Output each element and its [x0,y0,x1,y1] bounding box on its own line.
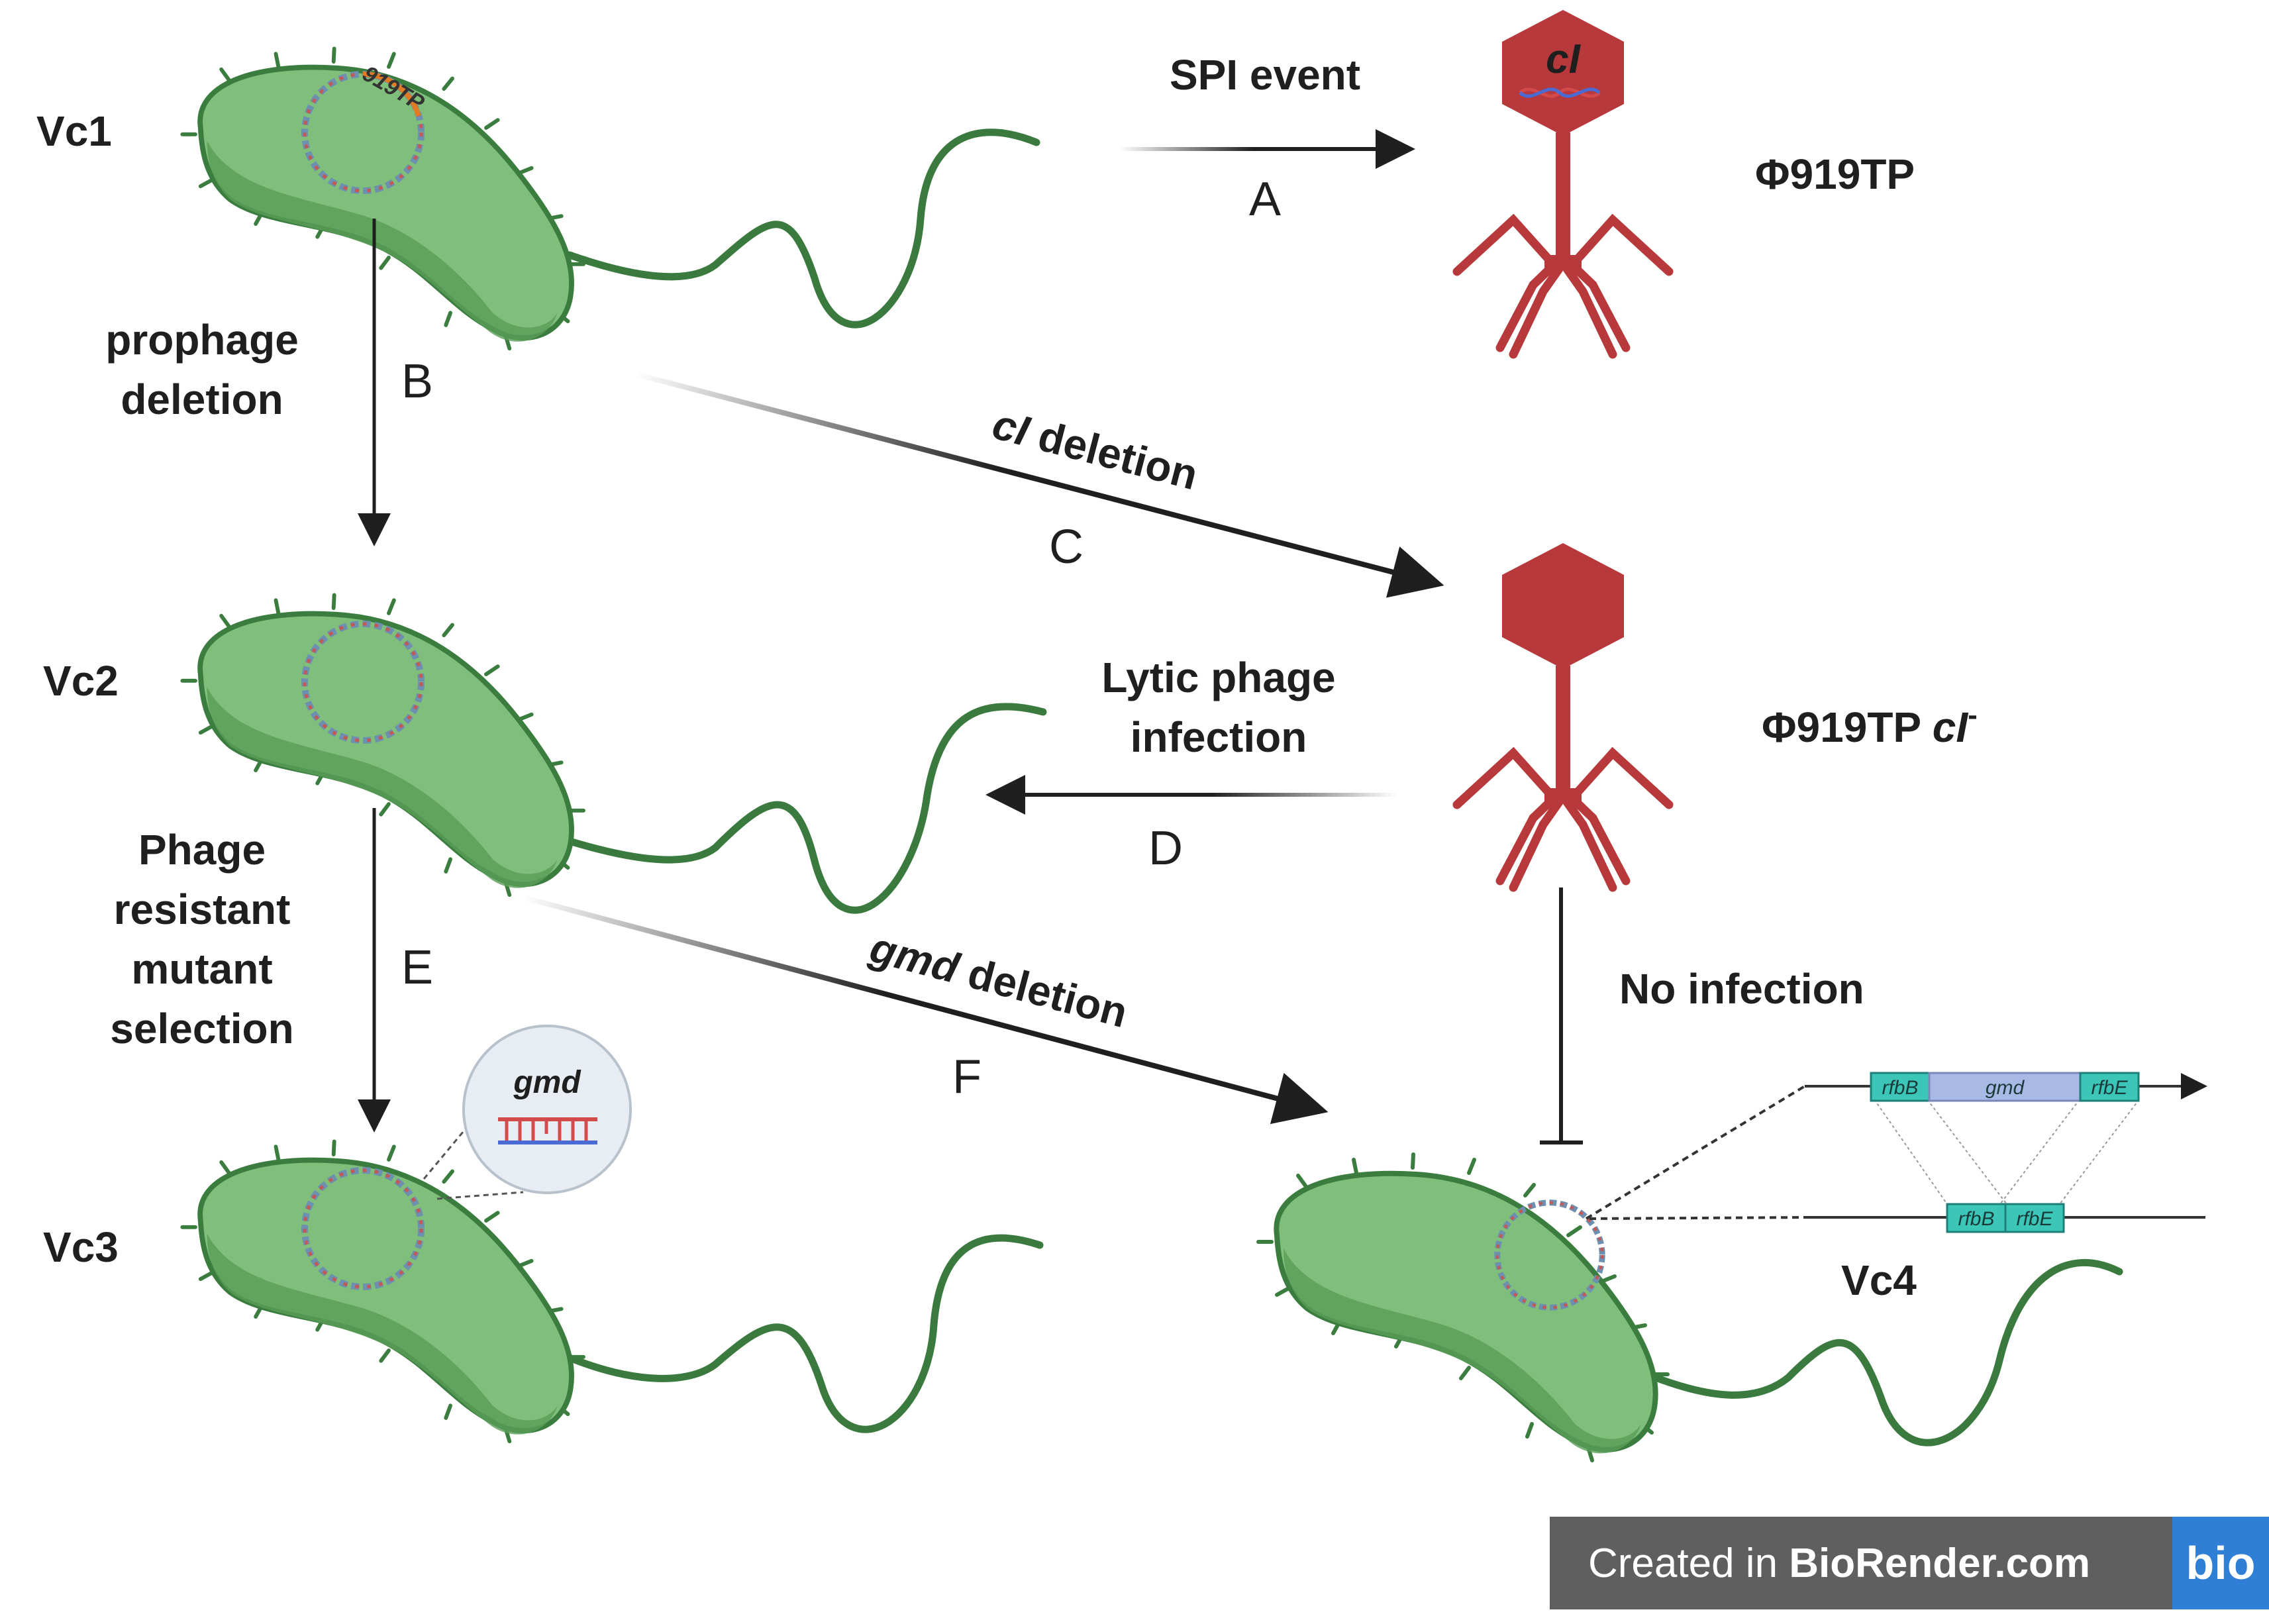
deleted-locus-rfbE [2004,1203,2065,1233]
deleted-locus-rfbB-label: rfbB [1958,1208,1994,1230]
deleted-locus-rfbE-label: rfbE [2016,1208,2053,1230]
step-f-gene: gmd [864,923,965,993]
step-c-letter: C [1049,521,1084,574]
arrow-c [634,372,1444,598]
vc4-flagellum [1652,1258,2123,1446]
badge-prefix: Created in [1588,1540,1790,1586]
step-e-letter: E [401,941,433,994]
dna-strand-icon [498,1117,597,1144]
no-infection-label: No infection [1619,965,1864,1013]
vc2-flagellum [566,703,1047,914]
vc4-bacterium [1258,1154,1668,1460]
badge-text: Created in BioRender.com [1550,1540,2172,1587]
step-f-text: deletion [952,946,1133,1037]
wild-locus-rfbB [1870,1072,1931,1102]
gmd-callout-label: gmd [513,1065,581,1100]
gmd-callout: gmd [423,1025,632,1200]
inhibition-line [1540,888,1583,1144]
vc1-label: Vc1 [36,107,112,155]
step-e-label-line2: resistant [114,886,291,933]
arrow-f [522,895,1329,1125]
step-c-text: deletion [1022,409,1203,499]
step-d-label-line1: Lytic phage [1101,654,1335,701]
wild-locus-rfbE [2079,1072,2140,1102]
biorender-logo-icon: bio [2172,1517,2269,1609]
step-e-label-line4: selection [110,1005,293,1052]
wild-phage-label: Φ919TP [1755,150,1915,198]
vc4-label: Vc4 [1841,1256,1917,1304]
vc3-flagellum [566,1234,1044,1433]
step-b-label-line2: deletion [121,376,283,423]
vc1-flagellum [566,128,1040,329]
mutant-phage [1457,543,1669,888]
step-a-letter: A [1249,173,1281,226]
vc1-prophage-segment [362,72,421,117]
step-e-label-line1: Phage [138,826,266,874]
wild-locus-rfbB-label: rfbB [1882,1077,1918,1099]
step-e-label-line3: mutant [131,945,272,993]
step-d-label-line2: infection [1131,713,1307,761]
locus-inset: rfbB gmd rfbE rfbB rfbE [1585,1072,2207,1233]
wild-locus-gmd [1928,1072,2082,1102]
step-a-label: SPI event [1170,51,1360,99]
step-c-label: cI deletion [987,400,1202,499]
biorender-badge[interactable]: Created in BioRender.com bio [1550,1517,2269,1609]
vc2-label: Vc2 [43,657,119,705]
step-d-letter: D [1148,822,1183,875]
step-f-label: gmd deletion [864,923,1132,1037]
mutant-phage-superscript: - [1968,699,1978,731]
step-b-letter: B [401,355,433,408]
mutant-phage-label: Φ919TP cI- [1762,699,1978,751]
mutant-phage-gene: cI [1933,703,1969,751]
vc3-label: Vc3 [43,1223,119,1271]
wild-locus-gmd-label: gmd [1986,1077,2025,1099]
phage-dna-icon [1519,87,1601,98]
step-b-label-line1: prophage [105,316,299,364]
wild-locus-rfbE-label: rfbE [2091,1077,2128,1099]
deleted-locus-rfbB [1946,1203,2007,1233]
badge-brand: BioRender.com [1789,1540,2091,1586]
wild-phage-gene: cI [1546,36,1581,82]
step-f-letter: F [952,1050,982,1103]
mutant-phage-name: Φ919TP [1762,703,1921,751]
